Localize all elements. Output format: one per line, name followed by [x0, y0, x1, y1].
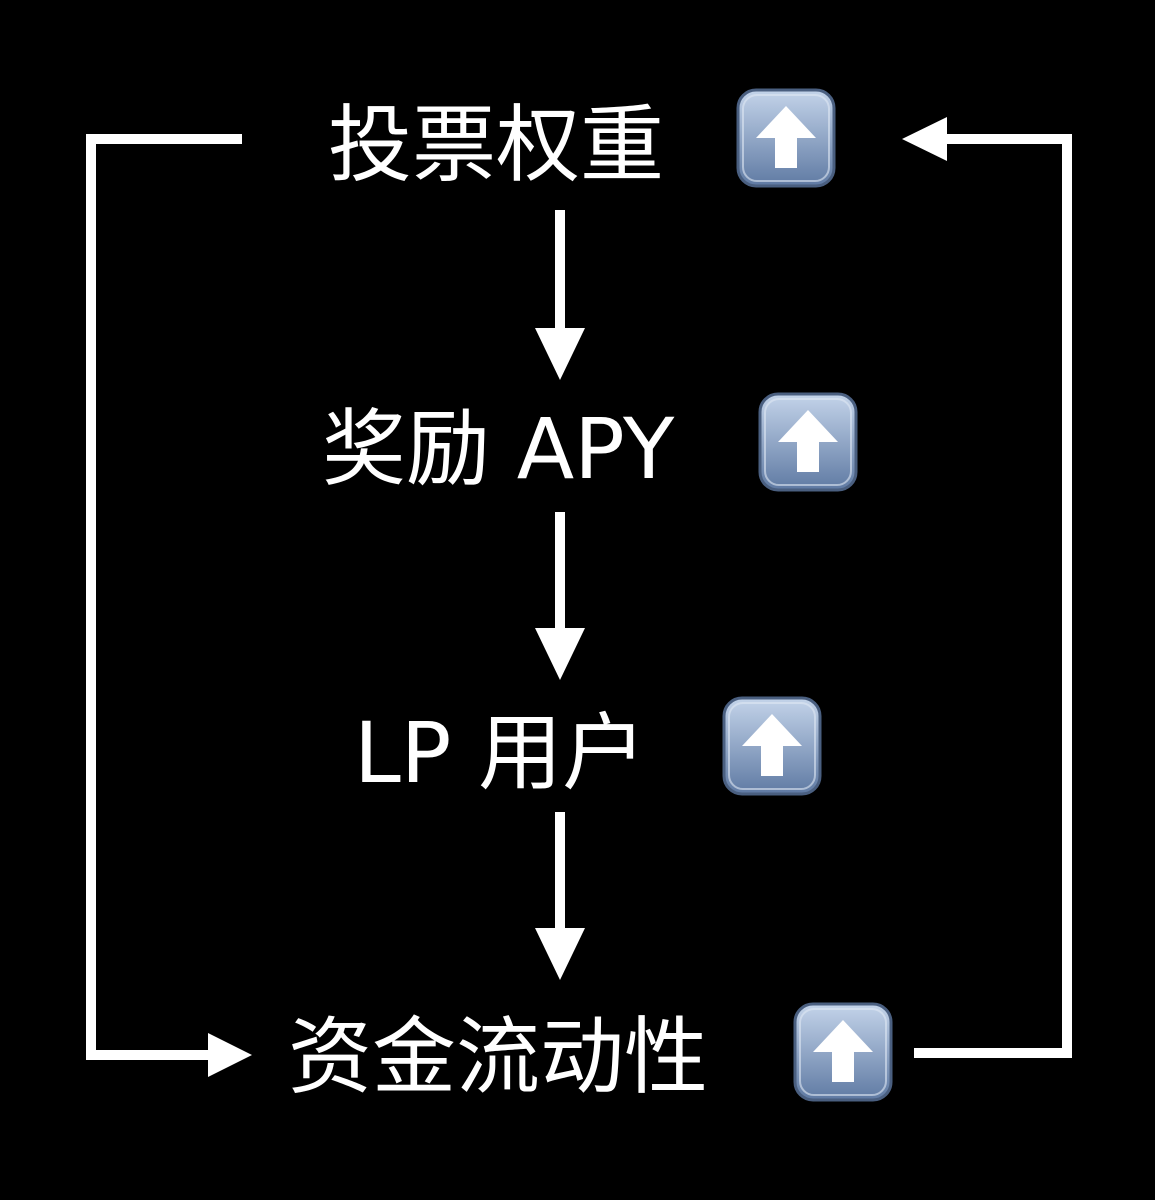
- up-arrow-icon: [793, 1002, 893, 1102]
- up-arrow-icon: [722, 696, 822, 796]
- edge-voting-weight-to-liquidity: [86, 134, 252, 1077]
- node-label-lp-users: LP 用户: [354, 704, 646, 802]
- node-label-liquidity: 资金流动性: [288, 1008, 708, 1106]
- node-liquidity: 资金流动性: [288, 1002, 893, 1106]
- edge-voting-weight-to-reward-apy: [535, 210, 585, 380]
- node-voting-weight: 投票权重: [328, 88, 836, 194]
- edge-lp-users-to-liquidity: [535, 812, 585, 980]
- node-label-reward-apy: 奖励 APY: [322, 400, 675, 498]
- node-label-voting-weight: 投票权重: [328, 96, 664, 194]
- up-arrow-icon: [758, 392, 858, 492]
- edge-reward-apy-to-lp-users: [535, 512, 585, 680]
- edge-liquidity-to-voting-weight: [902, 117, 1072, 1058]
- up-arrow-icon: [736, 88, 836, 188]
- node-reward-apy: 奖励 APY: [322, 392, 858, 498]
- node-lp-users: LP 用户: [354, 696, 822, 802]
